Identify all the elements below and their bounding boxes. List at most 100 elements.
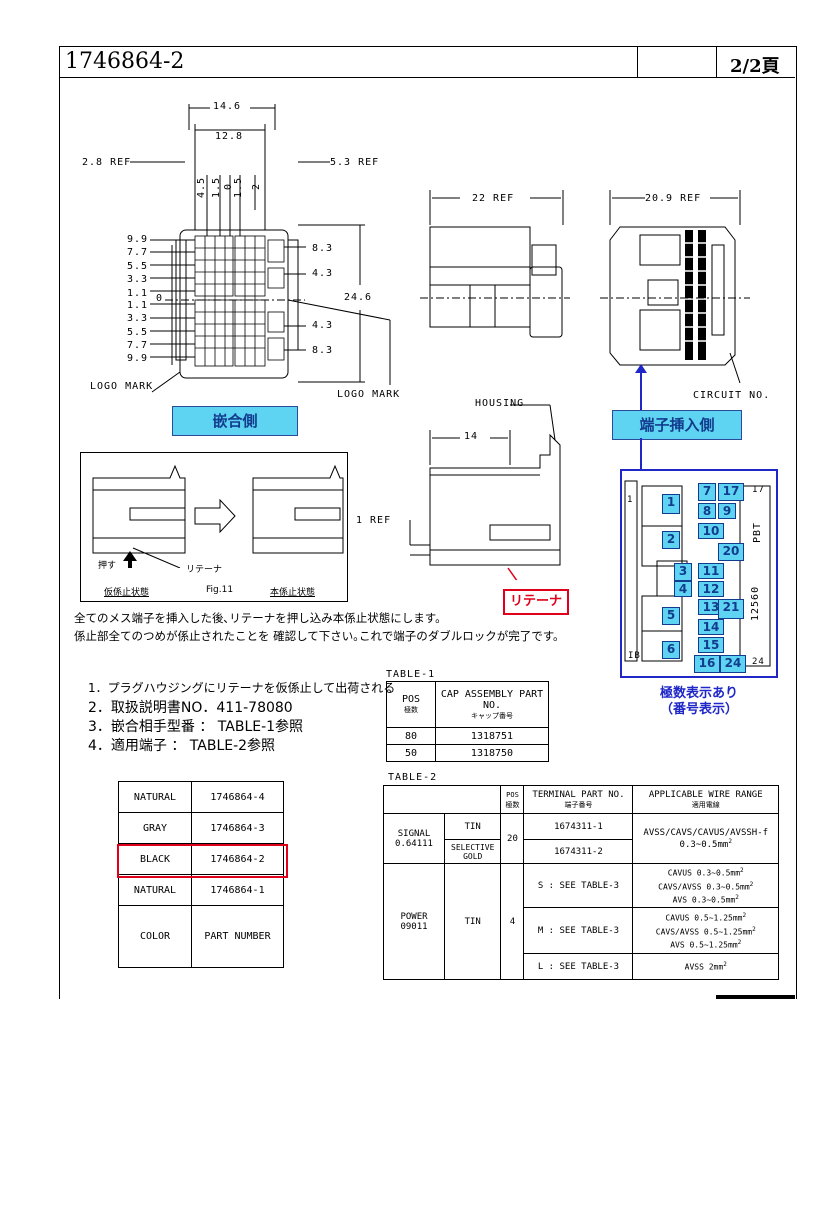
circuit-number: 24 xyxy=(720,655,746,673)
left-dim: 7.7 xyxy=(127,247,149,258)
circuit-number: 17 xyxy=(718,483,744,501)
wire-m-1: CAVUS 0.5~1.25mm xyxy=(665,913,743,923)
fig-number: Fig.11 xyxy=(206,585,234,595)
left-dim: 3.3 xyxy=(127,274,149,285)
unit-superscript: 2 xyxy=(728,837,732,845)
table1-pos: 50 xyxy=(386,744,436,762)
signal-tin-part: 1674311-1 xyxy=(523,813,634,840)
left-dim: 9.9 xyxy=(127,353,149,364)
header-bottom-line xyxy=(59,77,795,78)
table1-part: 1318750 xyxy=(435,744,549,762)
circuit-number: 4 xyxy=(674,581,692,597)
wire-s-2: CAVS/AVSS 0.3~0.5mm xyxy=(658,882,750,892)
table-row: POWER 09011 TIN 4 S : SEE TABLE-3 CAVUS … xyxy=(383,863,779,980)
numbered-note-1: 1．プラグハウジングにリテーナを仮係止して出荷される xyxy=(88,681,396,695)
color-header: COLOR xyxy=(118,905,192,968)
signal-name: SIGNAL 0.64111 xyxy=(383,813,445,864)
left-dim: 5.5 xyxy=(127,327,149,338)
part-cell: 1746864-4 xyxy=(191,781,284,813)
wire-m-3: AVS 0.5~1.25mm xyxy=(670,940,738,950)
vdim-2: 2 xyxy=(251,182,262,190)
fig-push: 押す xyxy=(98,561,117,571)
right-dim-4-3b: 4.3 xyxy=(312,320,334,331)
header-part-number: 1746864-2 xyxy=(65,49,185,74)
inset-marker-pbt: PBT xyxy=(752,521,763,543)
circuit-number: 11 xyxy=(698,563,724,579)
note-line-1: 全てのメス端子を挿入した後､リテーナを押し込み本係止状態にします。 xyxy=(74,611,447,625)
circuit-number: 21 xyxy=(718,599,744,619)
header-divider-2 xyxy=(716,46,717,77)
power-terminal-m: M : SEE TABLE-3 xyxy=(523,907,634,954)
header-page-number: 2/2頁 xyxy=(730,56,780,77)
dim-14-6: 14.6 xyxy=(213,101,242,112)
power-terminal-s: S : SEE TABLE-3 xyxy=(523,863,634,908)
power-plating: TIN xyxy=(443,863,502,980)
table1-cap-jp: キャップ番号 xyxy=(471,711,513,720)
inset-caption-1: 極数表示あり xyxy=(660,686,739,701)
part-cell: 1746864-3 xyxy=(191,812,284,844)
inset-marker-17: 17 xyxy=(752,485,765,495)
drawing-frame xyxy=(59,46,797,999)
color-cell: NATURAL xyxy=(118,874,192,906)
numbered-note-3: 3．嵌合相手型番 ： TABLE-1参照 xyxy=(88,719,304,735)
table-row: 50 1318750 xyxy=(386,744,549,762)
table-row: 80 1318751 xyxy=(386,727,549,745)
table1-cap-header: CAP ASSEMBLY PART NO. xyxy=(440,688,544,711)
circuit-number: 15 xyxy=(698,637,724,653)
left-zero: 0 xyxy=(156,293,164,304)
circuit-number: 10 xyxy=(698,523,724,539)
table2-title: TABLE-2 xyxy=(388,772,438,783)
front-view-drawing xyxy=(130,104,391,393)
fig-temp-lock: 仮係止状態 xyxy=(104,588,150,598)
housing-ref-1: 1 REF xyxy=(356,515,392,526)
numbered-note-2: 2．取扱説明書NO．411-78080 xyxy=(88,700,293,716)
left-dim: 5.5 xyxy=(127,261,149,272)
circuit-number: 1 xyxy=(662,494,680,514)
circuit-number: 5 xyxy=(662,607,680,625)
blue-connector-line xyxy=(640,438,642,470)
left-dim: 9.9 xyxy=(127,234,149,245)
wire-s-3: AVS 0.3~0.5mm xyxy=(672,895,736,905)
table2-terminal-header: TERMINAL PART NO. xyxy=(532,790,625,800)
table2-pos-jp: 極数 xyxy=(505,801,520,809)
dim-12-8: 12.8 xyxy=(215,131,244,142)
rear-ref-20-9: 20.9 REF xyxy=(645,193,702,204)
table2-wire-header: APPLICABLE WIRE RANGE xyxy=(648,790,763,800)
part-header: PART NUMBER xyxy=(191,905,284,968)
left-dim: 7.7 xyxy=(127,340,149,351)
black-row-highlight xyxy=(117,844,288,878)
circuit-number: 9 xyxy=(718,503,736,519)
fig11-frame xyxy=(80,452,348,602)
ref-2-8: 2.8 REF xyxy=(82,157,132,168)
inset-marker-1: 1 xyxy=(627,495,634,505)
housing-dim-14: 14 xyxy=(464,431,479,442)
table-row: SIGNAL 0.64111 TIN 20 1674311-1 AVSS/CAV… xyxy=(383,813,779,864)
circuit-number: 3 xyxy=(674,563,692,581)
inset-drawing xyxy=(624,480,771,667)
circuit-inset: 17 1 IB 24 12560 PBT 1 7 17 8 9 2 10 20 … xyxy=(620,469,778,678)
left-dim: 1.1 xyxy=(127,300,149,311)
ref-5-3: 5.3 REF xyxy=(330,157,380,168)
rear-view-drawing xyxy=(600,190,750,384)
retainer-label: リテーナ xyxy=(503,589,569,615)
signal-wire: AVSS/CAVS/CAVUS/AVSSH-f 0.3~0.5mm xyxy=(643,827,769,850)
wire-l-1: AVSS 2mm xyxy=(684,962,724,972)
table-row: L : SEE TABLE-3 AVSS 2mm2 xyxy=(384,953,779,980)
note-line-2: 係止部全てのつめが係止されたことを 確認して下さい｡これで端子のダブルロックが完… xyxy=(74,629,565,643)
vdim-1-5a: 1.5 xyxy=(211,176,222,198)
header-divider-1 xyxy=(637,46,638,77)
inset-caption-2: （番号表示） xyxy=(660,702,739,717)
circuit-number: 6 xyxy=(662,641,680,659)
vdim-4-5: 4.5 xyxy=(196,176,207,198)
housing-view-drawing xyxy=(409,404,561,580)
table1-pos: 80 xyxy=(386,727,436,745)
power-pos: 4 xyxy=(500,863,525,980)
circuit-number: 20 xyxy=(718,543,744,561)
circuit-number: 8 xyxy=(698,503,716,519)
table2-pos-header: POS xyxy=(506,791,519,799)
